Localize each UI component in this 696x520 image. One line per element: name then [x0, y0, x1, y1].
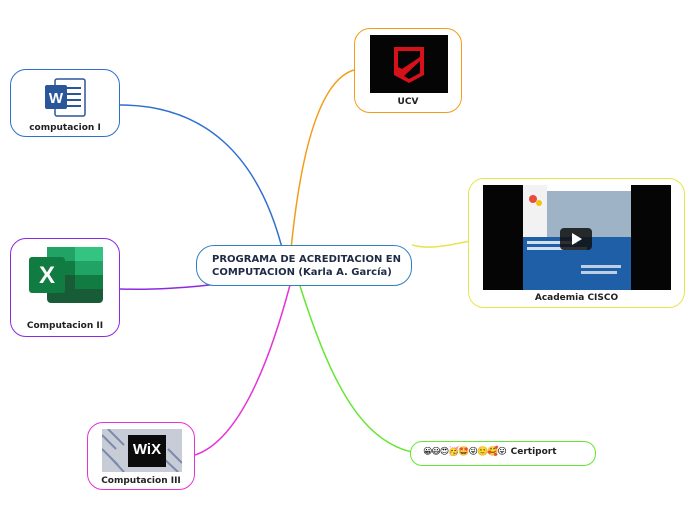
central-topic-line1: PROGRAMA DE ACREDITACION EN — [212, 254, 401, 265]
node-cisco[interactable]: Academia CISCO — [468, 178, 685, 308]
node-ucv-label: UCV — [397, 97, 419, 107]
node-ucv[interactable]: UCV — [354, 28, 462, 113]
wix-logo: WiX — [101, 428, 183, 473]
svg-text:X: X — [39, 262, 55, 289]
link-cisco — [411, 240, 471, 248]
node-cisco-label: Academia CISCO — [534, 293, 619, 303]
emoji-row: 😀😃😍🥳🤩😜🙂🥰😛 — [423, 447, 507, 457]
word-icon: W — [41, 76, 91, 118]
link-certiport — [299, 285, 413, 453]
node-certiport[interactable]: 😀😃😍🥳🤩😜🙂🥰😛 Certiport — [410, 441, 596, 466]
ucv-logo — [370, 35, 448, 93]
node-computacion2-label: Computacion II — [26, 321, 104, 331]
video-thumbnail[interactable] — [483, 185, 671, 290]
node-computacion2[interactable]: X Computacion II — [10, 238, 120, 337]
node-computacion3-label: Computacion III — [101, 476, 181, 486]
play-icon[interactable] — [560, 228, 592, 250]
central-topic-line2: COMPUTACION (Karla A. García) — [212, 267, 392, 278]
link-computacion3 — [194, 284, 291, 456]
node-computacion1-label: computacion I — [29, 123, 101, 133]
wix-logo-text: WiX — [132, 441, 162, 458]
node-computacion3[interactable]: WiX Computacion III — [87, 422, 195, 490]
link-computacion1 — [119, 104, 286, 261]
link-ucv — [289, 69, 355, 261]
node-certiport-label: Certiport — [510, 447, 557, 457]
central-topic[interactable]: PROGRAMA DE ACREDITACION EN COMPUTACION … — [196, 245, 412, 286]
svg-text:W: W — [49, 90, 64, 107]
excel-icon: X — [27, 245, 105, 305]
node-computacion1[interactable]: W computacion I — [10, 69, 120, 137]
